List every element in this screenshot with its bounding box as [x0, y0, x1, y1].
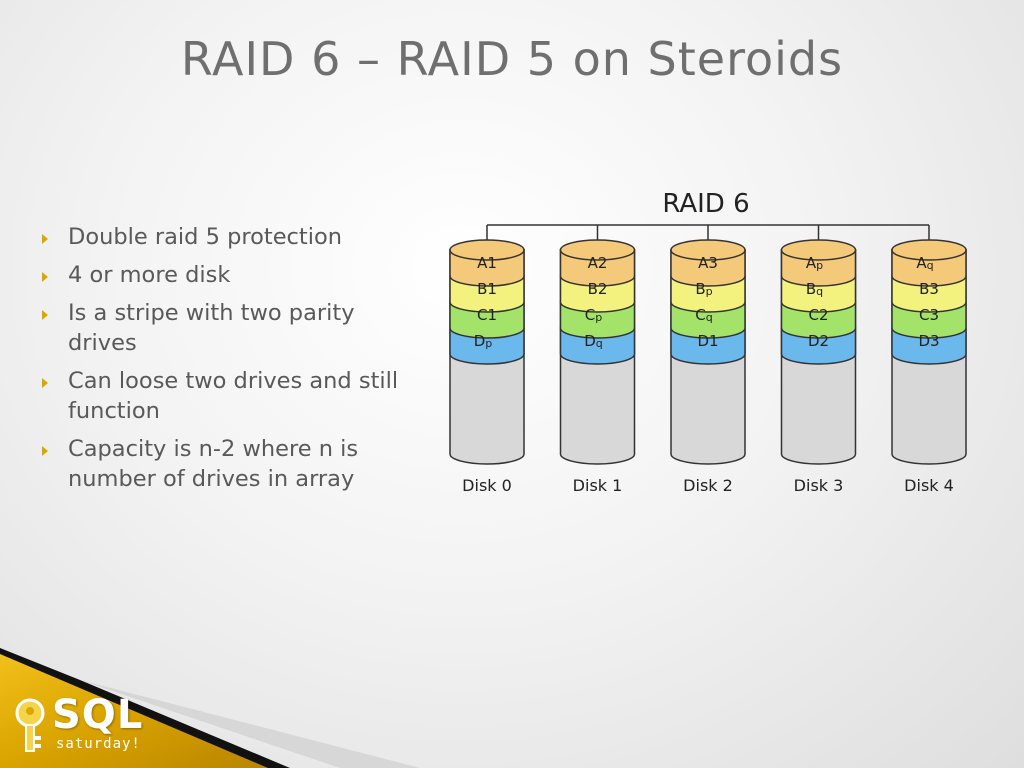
block-label: Ap	[806, 254, 823, 272]
block-label: D1	[697, 332, 718, 350]
block-label: Cp	[585, 306, 602, 324]
disk-label: Disk 4	[904, 476, 954, 495]
block-label: C3	[919, 306, 939, 324]
disk-label: Disk 0	[462, 476, 512, 495]
disk-label: Disk 3	[794, 476, 844, 495]
bullet-text: Can loose two drives and still function	[68, 368, 399, 424]
diagram-title: RAID 6	[662, 189, 749, 219]
slide-title: RAID 6 – RAID 5 on Steroids	[180, 32, 844, 86]
logo-sql-text: SQL	[52, 692, 144, 738]
key-icon	[15, 698, 45, 752]
block-label: Bq	[806, 280, 823, 298]
block-label: C2	[808, 306, 828, 324]
bullet-list: Double raid 5 protection 4 or more disk …	[38, 222, 418, 502]
block-label: A3	[698, 254, 718, 272]
block-label: Aq	[916, 254, 933, 272]
block-label: D3	[918, 332, 939, 350]
footer-black-stripe	[0, 648, 290, 768]
logo-sub-text: saturday!	[56, 736, 141, 752]
block-label: Dq	[584, 332, 603, 350]
block-label: B2	[588, 280, 608, 298]
bullet-item: Double raid 5 protection	[38, 222, 418, 252]
bullet-arrow-icon	[42, 272, 48, 282]
sql-saturday-logo: SQL saturday!	[8, 692, 158, 760]
footer-gray-stripe	[80, 680, 420, 768]
bullet-arrow-icon	[42, 446, 48, 456]
bullet-text: Capacity is n-2 where n is number of dri…	[68, 436, 359, 492]
disk-top-cap	[559, 239, 636, 261]
disk-label: Disk 2	[683, 476, 733, 495]
block-label: Dp	[474, 332, 493, 350]
block-label: B3	[919, 280, 939, 298]
block-label: D2	[808, 332, 829, 350]
block-label: Cq	[695, 306, 712, 324]
block-label: A1	[477, 254, 497, 272]
bullet-text: Is a stripe with two parity drives	[68, 300, 355, 356]
bullet-text: 4 or more disk	[68, 262, 231, 288]
disk-top-cap	[891, 239, 967, 261]
bullet-text: Double raid 5 protection	[68, 224, 343, 250]
bullet-arrow-icon	[42, 378, 48, 388]
block-label: Bp	[695, 280, 712, 298]
disk-label: Disk 1	[573, 476, 623, 495]
disk-top-cap	[670, 239, 746, 261]
footer-band	[0, 648, 420, 768]
block-label: C1	[477, 306, 497, 324]
bullet-item: Can loose two drives and still function	[38, 366, 418, 426]
bullet-item: Capacity is n-2 where n is number of dri…	[38, 434, 418, 494]
bullet-arrow-icon	[42, 310, 48, 320]
bullet-item: Is a stripe with two parity drives	[38, 298, 418, 358]
disk-top-cap	[780, 239, 857, 261]
bullet-arrow-icon	[42, 234, 48, 244]
bullet-item: 4 or more disk	[38, 260, 418, 290]
block-label: A2	[588, 254, 608, 272]
block-label: B1	[477, 280, 497, 298]
disk-top-cap	[449, 239, 525, 261]
